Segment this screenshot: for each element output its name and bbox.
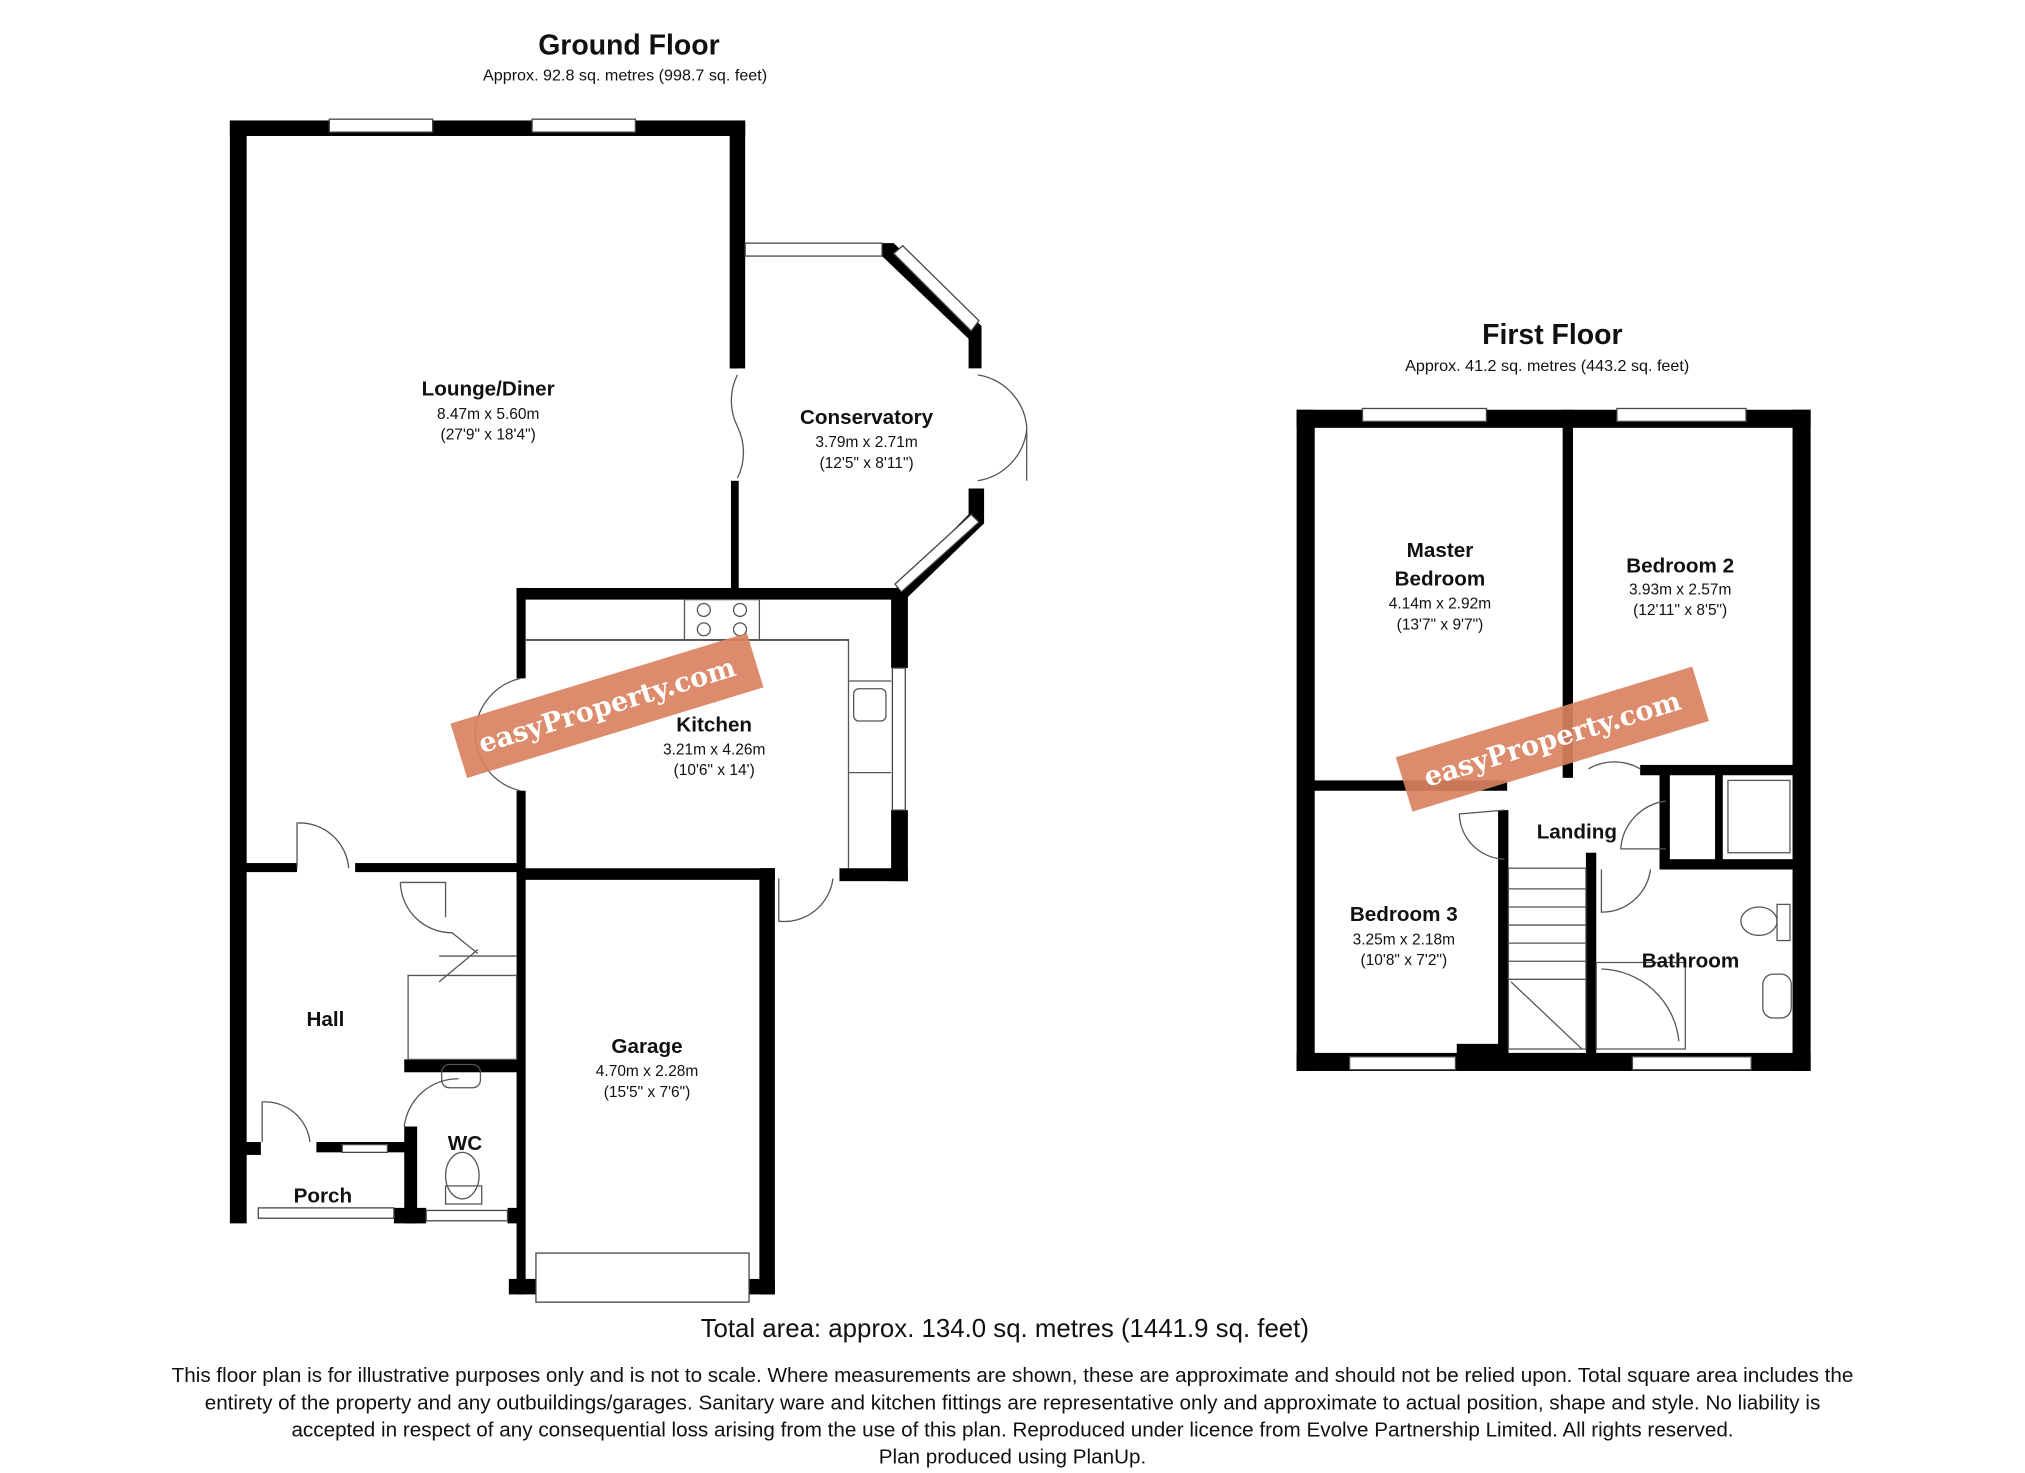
svg-text:3.79m x 2.71m: 3.79m x 2.71m [815, 434, 917, 451]
room-conservatory: Conservatory 3.79m x 2.71m (12'5" x 8'11… [800, 406, 934, 472]
room-lounge-diner: Lounge/Diner 8.47m x 5.60m (27'9" x 18'4… [422, 378, 555, 444]
room-hall: Hall [307, 1008, 345, 1031]
room-bathroom: Bathroom [1642, 950, 1740, 973]
ground-floor-area: Approx. 92.8 sq. metres (998.7 sq. feet) [483, 66, 767, 84]
svg-text:(10'8" x 7'2"): (10'8" x 7'2") [1360, 952, 1447, 969]
svg-text:entirety of the property and a: entirety of the property and any outbuil… [205, 1391, 1821, 1414]
room-wc: WC [448, 1132, 482, 1155]
svg-text:(12'11" x 8'5"): (12'11" x 8'5") [1633, 602, 1727, 619]
room-bedroom-2: Bedroom 2 3.93m x 2.57m (12'11" x 8'5") [1626, 554, 1734, 619]
svg-text:accepted in respect of any con: accepted in respect of any consequential… [291, 1418, 1733, 1441]
svg-text:Garage: Garage [611, 1035, 682, 1058]
svg-text:(15'5" x 7'6"): (15'5" x 7'6") [604, 1084, 691, 1101]
svg-text:Bedroom 3: Bedroom 3 [1350, 903, 1458, 926]
room-landing: Landing [1537, 821, 1617, 844]
svg-text:3.21m x 4.26m: 3.21m x 4.26m [663, 742, 765, 759]
svg-text:Conservatory: Conservatory [800, 406, 934, 429]
svg-text:(12'5" x 8'11"): (12'5" x 8'11") [820, 455, 914, 472]
svg-text:8.47m x 5.60m: 8.47m x 5.60m [437, 406, 539, 423]
svg-text:(13'7" x 9'7"): (13'7" x 9'7") [1397, 616, 1484, 633]
ground-floor-fixtures [261, 374, 1028, 1205]
ground-floor-walls [229, 118, 985, 1303]
svg-text:4.14m x 2.92m: 4.14m x 2.92m [1389, 596, 1491, 613]
svg-text:Bedroom: Bedroom [1395, 567, 1486, 590]
svg-text:Kitchen: Kitchen [676, 713, 752, 736]
room-master-bedroom: Master Bedroom 4.14m x 2.92m (13'7" x 9'… [1389, 539, 1491, 633]
room-porch: Porch [294, 1185, 353, 1208]
svg-text:Plan produced using PlanUp.: Plan produced using PlanUp. [879, 1446, 1147, 1469]
first-floor-area: Approx. 41.2 sq. metres (443.2 sq. feet) [1405, 357, 1689, 375]
svg-text:3.93m x 2.57m: 3.93m x 2.57m [1629, 581, 1731, 598]
room-kitchen: Kitchen 3.21m x 4.26m (10'6" x 14') [663, 713, 765, 779]
svg-text:(27'9" x 18'4"): (27'9" x 18'4") [441, 426, 536, 443]
svg-text:(10'6" x 14'): (10'6" x 14') [674, 762, 755, 779]
svg-text:Lounge/Diner: Lounge/Diner [422, 378, 555, 401]
total-area: Total area: approx. 134.0 sq. metres (14… [701, 1315, 1309, 1343]
svg-text:Master: Master [1407, 539, 1474, 562]
room-garage: Garage 4.70m x 2.28m (15'5" x 7'6") [596, 1035, 698, 1101]
svg-text:Bedroom 2: Bedroom 2 [1626, 554, 1734, 577]
disclaimer: This floor plan is for illustrative purp… [172, 1364, 1854, 1468]
svg-text:4.70m x 2.28m: 4.70m x 2.28m [596, 1063, 698, 1080]
room-bedroom-3: Bedroom 3 3.25m x 2.18m (10'8" x 7'2") [1350, 903, 1458, 969]
first-floor-title: First Floor [1482, 319, 1622, 351]
first-floor-fixtures [1458, 761, 1792, 1050]
ground-floor-title: Ground Floor [538, 30, 719, 62]
svg-text:This floor plan is for illustr: This floor plan is for illustrative purp… [172, 1364, 1854, 1387]
svg-text:3.25m x 2.18m: 3.25m x 2.18m [1353, 931, 1455, 948]
